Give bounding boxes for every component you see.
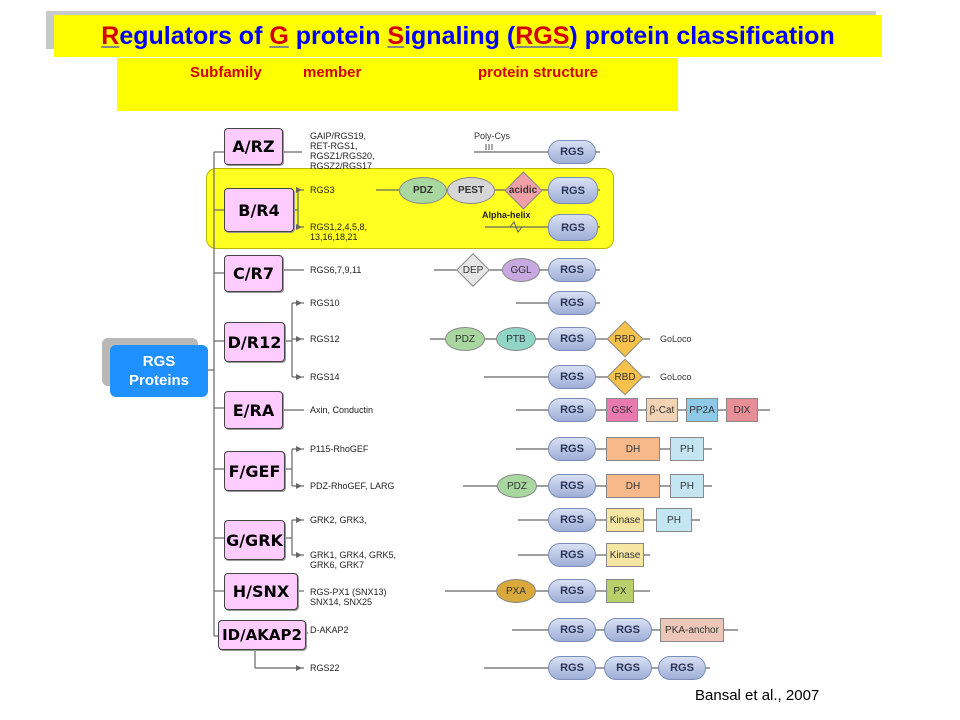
member-d-akap2: D-AKAP2 xyxy=(310,625,349,635)
member-p115: P115-RhoGEF xyxy=(310,444,369,454)
domain-ph: PH xyxy=(670,437,704,461)
domain-pest: PEST xyxy=(447,177,495,204)
domain-rgs: RGS xyxy=(548,474,596,498)
domain-pdz: PDZ xyxy=(497,474,537,498)
domain-rbd: RBD xyxy=(603,320,647,358)
domain-pdz: PDZ xyxy=(399,177,447,204)
domain-rgs: RGS xyxy=(548,656,596,680)
title-key-letter: R xyxy=(101,22,120,50)
family-h-snx: H/SNX xyxy=(224,573,298,610)
domain-rgs: RGS xyxy=(548,140,596,164)
page-title: Regulators of G protein Signaling (RGS) … xyxy=(54,15,882,57)
domain-rgs: RGS xyxy=(548,365,596,389)
domain-dep: DEP xyxy=(450,253,496,287)
family-g-grk: G/GRK xyxy=(224,520,285,560)
member-pdz-rhogef: PDZ-RhoGEF, LARG xyxy=(310,481,395,491)
member-grk2: GRK2, GRK3, xyxy=(310,515,367,525)
member-a-rz: GAIP/RGS19,RET-RGS1,RGSZ1/RGS20,RGSZ2/RG… xyxy=(310,131,375,171)
root-rgs-proteins: RGS Proteins xyxy=(110,345,208,397)
domain-kinase: Kinase xyxy=(606,543,644,567)
family-e-ra: E/RA xyxy=(224,391,283,429)
family-b-r4: B/R4 xyxy=(224,188,294,232)
domain-rgs: RGS xyxy=(548,579,596,603)
family-a-rz: A/RZ xyxy=(224,128,283,165)
domain-rgs: RGS xyxy=(548,214,598,241)
domain-dh: DH xyxy=(606,474,660,498)
domain-px: PX xyxy=(606,579,634,603)
family-f-gef: F/GEF xyxy=(224,451,285,491)
column-header-bar: Subfamily member protein structure xyxy=(117,58,678,111)
domain-ph: PH xyxy=(670,474,704,498)
root-line1: RGS xyxy=(142,353,176,370)
anno-goloco-2: GoLoco xyxy=(660,372,692,382)
domain-gsk: GSK xyxy=(606,398,638,422)
header-structure: protein structure xyxy=(478,64,599,81)
member-rgs22: RGS22 xyxy=(310,663,340,673)
title-key-letter: S xyxy=(387,22,405,50)
member-axin: Axin, Conductin xyxy=(310,405,374,415)
anno-goloco-1: GoLoco xyxy=(660,334,692,344)
domain-ph: PH xyxy=(656,508,692,532)
domain-rgs: RGS xyxy=(548,177,598,204)
family-id-akap2: ID/AKAP2 xyxy=(218,620,306,650)
domain-rgs: RGS xyxy=(548,508,596,532)
member-rgs3: RGS3 xyxy=(310,185,335,195)
domain-ptb: PTB xyxy=(496,327,536,351)
domain-pka-anchor: PKA-anchor xyxy=(660,618,724,642)
domain-bcat: β-Cat xyxy=(646,398,678,422)
title-text: ignaling ( xyxy=(404,22,516,50)
title-text: protein xyxy=(288,22,388,50)
member-rgs10: RGS10 xyxy=(310,298,340,308)
domain-acidic: acidic xyxy=(497,170,549,210)
domain-pxa: PXA xyxy=(496,579,536,603)
title-text: egulators of xyxy=(119,22,270,50)
domain-kinase: Kinase xyxy=(606,508,644,532)
member-r4-list: RGS1,2,4,5,8,13,16,18,21 xyxy=(310,222,368,242)
domain-dh: DH xyxy=(606,437,660,461)
domain-rgs: RGS xyxy=(658,656,706,680)
domain-ggl: GGL xyxy=(502,258,540,282)
anno-polycys: Poly-Cys xyxy=(474,131,511,141)
domain-rgs: RGS xyxy=(548,398,596,422)
title-key-letter: RGS xyxy=(515,22,570,50)
family-c-r7: C/R7 xyxy=(224,255,283,292)
domain-rbd: RBD xyxy=(603,358,647,396)
member-grk1: GRK1, GRK4, GRK5,GRK6, GRK7 xyxy=(310,550,397,570)
member-snx: RGS-PX1 (SNX13)SNX14, SNX25 xyxy=(310,587,387,607)
title-key-letter: G xyxy=(269,22,289,50)
root-line2: Proteins xyxy=(128,372,189,389)
header-subfamily: Subfamily xyxy=(190,64,262,81)
domain-rgs: RGS xyxy=(548,437,596,461)
domain-rgs: RGS xyxy=(548,543,596,567)
header-member: member xyxy=(303,64,362,81)
domain-rgs: RGS xyxy=(548,291,596,315)
anno-alpha-helix: Alpha-helix xyxy=(482,210,531,220)
domain-rgs: RGS xyxy=(548,618,596,642)
domain-pp2a: PP2A xyxy=(686,398,718,422)
domain-rgs: RGS xyxy=(604,656,652,680)
member-rgs14: RGS14 xyxy=(310,372,340,382)
title-text: ) protein classification xyxy=(569,22,835,50)
domain-rgs: RGS xyxy=(548,327,596,351)
domain-dix: DIX xyxy=(726,398,758,422)
citation: Bansal et al., 2007 xyxy=(695,687,820,704)
domain-rgs: RGS xyxy=(604,618,652,642)
domain-rgs: RGS xyxy=(548,258,596,282)
domain-pdz: PDZ xyxy=(445,327,485,351)
member-rgs12: RGS12 xyxy=(310,334,340,344)
family-d-r12: D/R12 xyxy=(224,322,285,362)
member-c-r7: RGS6,7,9,11 xyxy=(310,265,362,275)
